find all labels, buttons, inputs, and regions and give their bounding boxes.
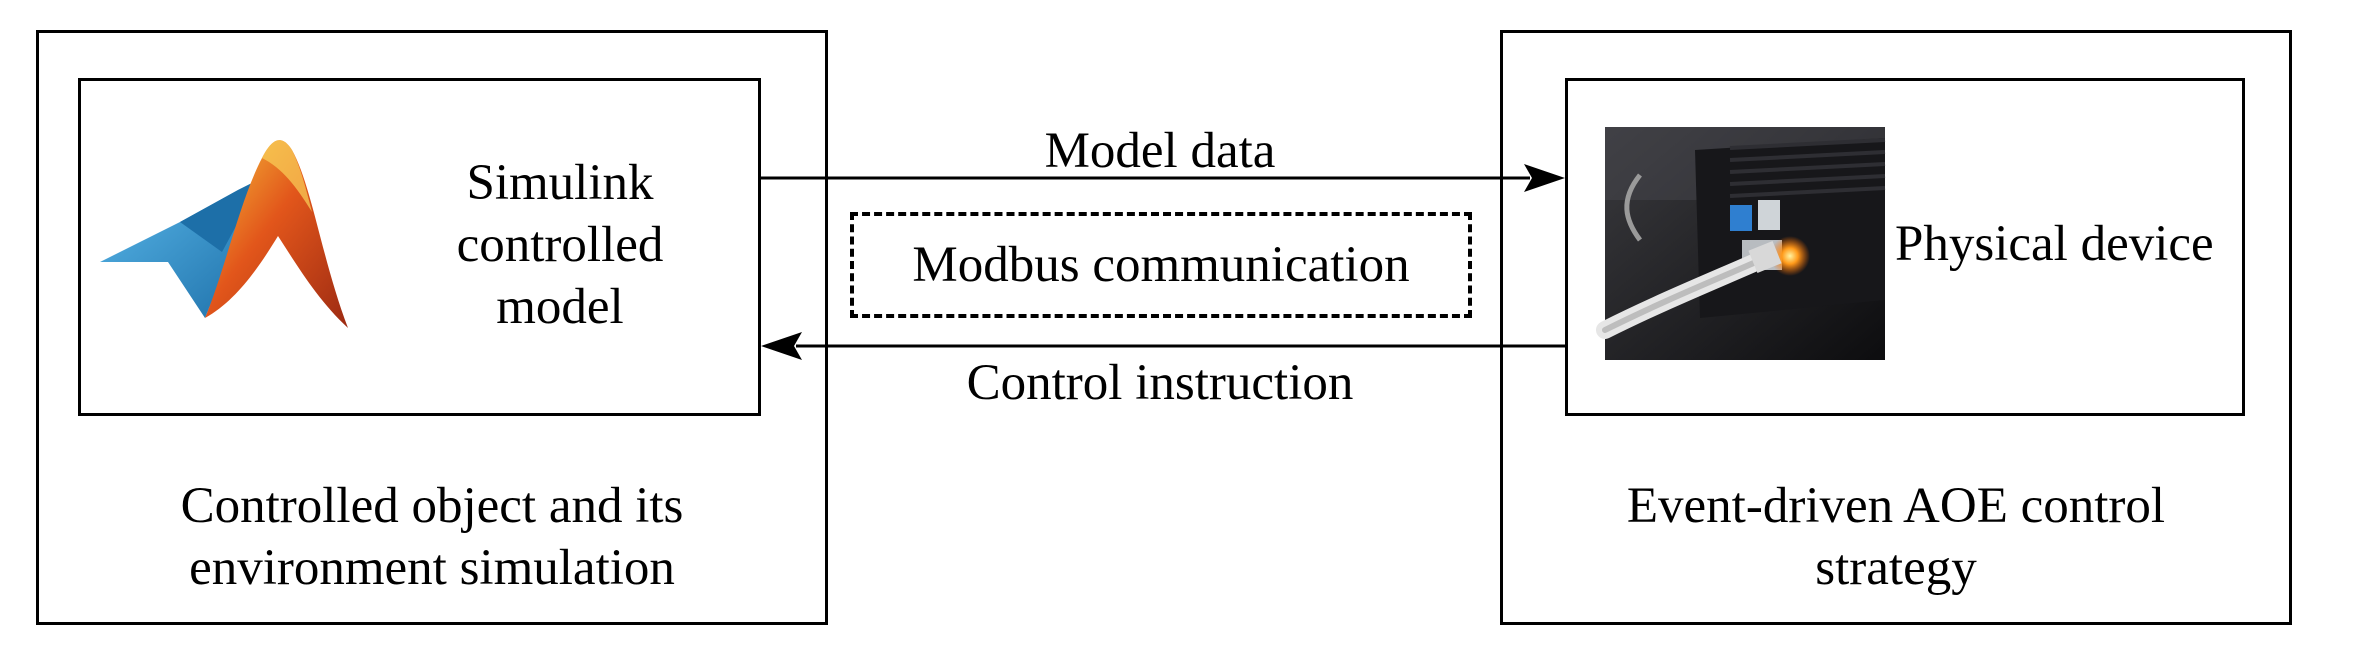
- physical-device-box: [1565, 78, 2245, 416]
- matlab-logo-icon: [100, 140, 348, 328]
- simulation-caption-line: environment simulation: [189, 540, 675, 596]
- simulink-model-label-line: Simulink: [466, 155, 654, 211]
- simulink-model-box: [78, 78, 761, 416]
- physical-device-image: [1596, 127, 1886, 360]
- model-data-label: Model data: [1044, 123, 1276, 179]
- simulation-panel: [36, 30, 828, 625]
- physical-device-label: Physical device: [1895, 216, 2214, 272]
- simulation-caption: Controlled object and its environment si…: [60, 475, 804, 599]
- control-instruction-arrow: [761, 332, 1565, 360]
- control-strategy-panel: [1500, 30, 2292, 625]
- control-strategy-caption: Event-driven AOE control strategy: [1524, 475, 2268, 599]
- modbus-label: Modbus communication: [912, 237, 1410, 293]
- simulink-model-label-line: controlled: [456, 217, 664, 273]
- model-data-arrow: [761, 164, 1565, 192]
- control-strategy-caption-line: strategy: [1815, 540, 1977, 596]
- control-strategy-caption-line: Event-driven AOE control: [1626, 478, 2166, 534]
- simulink-model-label-line: model: [496, 279, 624, 335]
- simulink-model-label: Simulink controlled model: [395, 152, 725, 338]
- simulation-caption-line: Controlled object and its: [180, 478, 684, 534]
- modbus-box: [850, 212, 1472, 318]
- control-instruction-label: Control instruction: [966, 355, 1354, 411]
